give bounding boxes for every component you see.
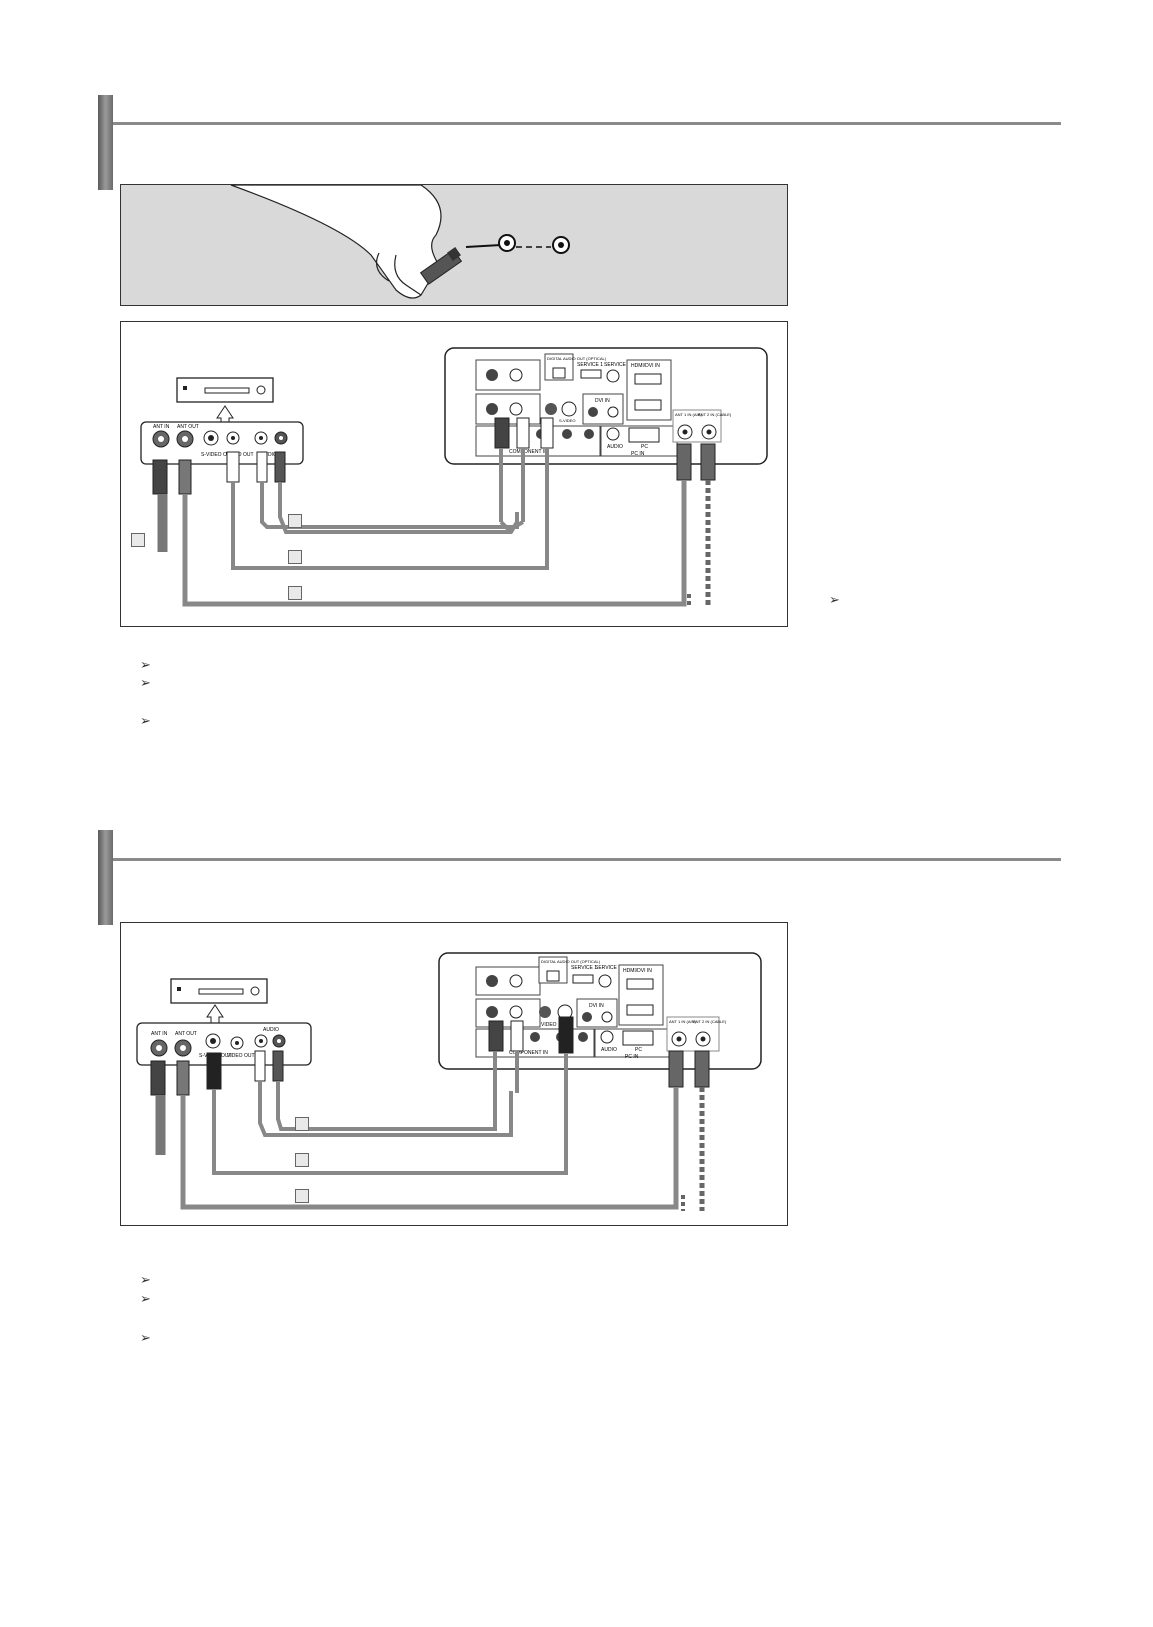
note-arrow-icon: ➢	[140, 1291, 151, 1306]
note-1-3: ➢	[140, 713, 151, 729]
tv2-service1-label: SERVICE 1	[571, 965, 597, 971]
section-2-rule	[113, 858, 1061, 861]
vcr2-ant-in-label: ANT IN	[151, 1031, 168, 1037]
tv2-component-in-label: COMPONENT IN	[509, 1050, 548, 1056]
step-marker-3	[288, 586, 302, 600]
hand-plugging-coax-icon	[230, 184, 570, 299]
vcr-connection-diagram-1: ANT IN ANT OUT S-VIDEO OUT VIDEO OUT AUD…	[120, 321, 788, 627]
note-arrow-icon: ➢	[140, 1272, 151, 1287]
step-marker-5	[295, 1117, 309, 1131]
tv2-service2-label: SERVICE 2	[595, 965, 621, 971]
side-note-arrow-icon: ➢	[829, 592, 840, 607]
note-2-1: ➢	[140, 1272, 151, 1288]
diagram-2-drawing: ANT IN ANT OUT S-VIDEO OUT VIDEO OUT AUD…	[136, 952, 762, 1211]
note-arrow-icon: ➢	[140, 675, 151, 690]
step-marker-6	[295, 1153, 309, 1167]
tv1-s-video-label: S-VIDEO	[559, 418, 575, 423]
vcr2-video-out-label: VIDEO OUT	[227, 1053, 255, 1059]
note-2-2: ➢	[140, 1291, 151, 1307]
tv1-audio-label: AUDIO	[607, 444, 623, 450]
tv2-digital-audio-out-label: DIGITAL AUDIO OUT (OPTICAL)	[541, 959, 601, 964]
note-arrow-icon: ➢	[140, 713, 151, 728]
note-arrow-icon: ➢	[140, 657, 151, 672]
step-marker-1	[288, 514, 302, 528]
section-1-marker	[98, 95, 113, 190]
tv1-pc-in-label: PC IN	[631, 451, 645, 457]
tv1-service2-label: SERVICE 2	[604, 362, 630, 368]
coax-connection-illustration	[120, 184, 788, 306]
vcr2-audio-label: AUDIO	[263, 1027, 279, 1033]
section-1-rule	[113, 122, 1061, 125]
tv1-pc-label: PC	[641, 444, 648, 450]
vcr1-s-video-out-label: S-VIDEO OUT	[201, 452, 234, 458]
vcr1-ant-out-label: ANT OUT	[177, 424, 199, 430]
section-2-marker	[98, 830, 113, 925]
note-arrow-icon: ➢	[140, 1330, 151, 1345]
tv2-pc-label: PC	[635, 1047, 642, 1053]
tv2-dvi-in-label: DVI IN	[589, 1003, 604, 1009]
vcr1-ant-in-label: ANT IN	[153, 424, 170, 430]
note-2-3: ➢	[140, 1330, 151, 1346]
tv1-ant1-in-label: ANT 1 IN (AIR)	[675, 412, 702, 417]
step-marker-4	[131, 533, 145, 547]
tv2-audio-label: AUDIO	[601, 1047, 617, 1053]
note-1-2: ➢	[140, 675, 151, 691]
vcr-connection-diagram-2: ANT IN ANT OUT S-VIDEO OUT VIDEO OUT AUD…	[120, 922, 788, 1226]
step-marker-2	[288, 550, 302, 564]
tv2-hdmi-dvi-in-label: HDMI/DVI IN	[623, 968, 652, 974]
tv2-ant1-in-label: ANT 1 IN (AIR)	[669, 1019, 696, 1024]
tv2-ant2-in-label: ANT 2 IN (CABLE)	[693, 1019, 727, 1024]
vcr2-ant-out-label: ANT OUT	[175, 1031, 197, 1037]
step-marker-7	[295, 1189, 309, 1203]
note-1-1: ➢	[140, 657, 151, 673]
vcr1-video-out-label: VIDEO OUT	[226, 452, 254, 458]
tv1-digital-audio-out-label: DIGITAL AUDIO OUT (OPTICAL)	[547, 356, 607, 361]
tv1-component-in-label: COMPONENT IN	[509, 449, 548, 455]
diagram-1-drawing: ANT IN ANT OUT S-VIDEO OUT VIDEO OUT AUD…	[140, 347, 768, 608]
tv1-service1-label: SERVICE 1	[577, 362, 603, 368]
tv2-pc-in-label: PC IN	[625, 1054, 639, 1060]
tv1-ant2-in-label: ANT 2 IN (CABLE)	[698, 412, 732, 417]
tv2-video-label: VIDEO	[541, 1022, 557, 1028]
tv1-hdmi-dvi-in-label: HDMI/DVI IN	[631, 363, 660, 369]
tv1-dvi-in-label: DVI IN	[595, 398, 610, 404]
vcr1-audio-label: AUDIO	[261, 452, 277, 458]
